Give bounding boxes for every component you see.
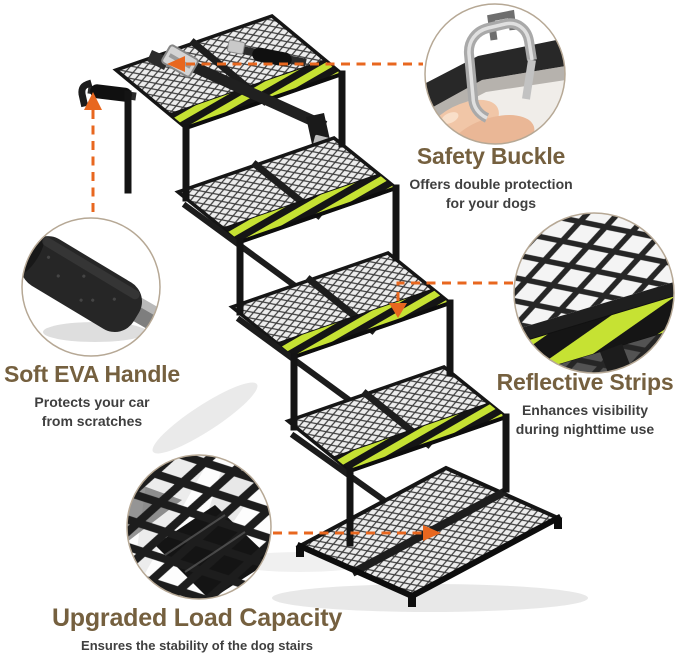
stair-step-4 (174, 136, 400, 245)
feature-description: Enhances visibility during nighttime use (515, 401, 655, 438)
callout-circle-reflective-strip (513, 212, 675, 374)
feature-reflective-strips: Reflective Strips Enhances visibility du… (485, 369, 679, 439)
stair-step-5 (112, 14, 346, 131)
dog-stairs (78, 14, 563, 607)
callout-connectors (91, 62, 513, 535)
feature-title: Soft EVA Handle (4, 361, 180, 387)
callout-circle-buckle (424, 3, 566, 145)
feature-safety-buckle: Safety Buckle Offers double protection f… (361, 143, 621, 213)
stair-step-2 (284, 365, 510, 474)
carabiner-icon (463, 9, 537, 123)
stair-step-3 (228, 251, 454, 360)
feature-description: Offers double protection for your dogs (409, 175, 573, 212)
callout-circle-eva-handle (21, 217, 161, 357)
feature-title: Reflective Strips (496, 369, 674, 395)
arrowhead (84, 92, 102, 110)
eva-handle-right (226, 39, 307, 67)
feature-title: Safety Buckle (416, 143, 566, 169)
arrowhead (167, 56, 185, 72)
feature-soft-eva-handle: Soft EVA Handle Protects your car from s… (0, 361, 187, 431)
connector-reflective (396, 281, 513, 306)
feature-description: Protects your car from scratches (34, 393, 150, 430)
feature-description: Ensures the stability of the dog stairs (81, 638, 313, 653)
connector-arrowheads (84, 56, 441, 541)
reflective-strip-closeup (514, 295, 674, 373)
arrowhead (389, 303, 407, 318)
callout-circle-mesh (126, 454, 272, 600)
feature-title: Upgraded Load Capacity (51, 604, 343, 632)
feature-upgraded-load-capacity: Upgraded Load Capacity Ensures the stabi… (32, 604, 362, 655)
arrowhead (423, 525, 441, 541)
